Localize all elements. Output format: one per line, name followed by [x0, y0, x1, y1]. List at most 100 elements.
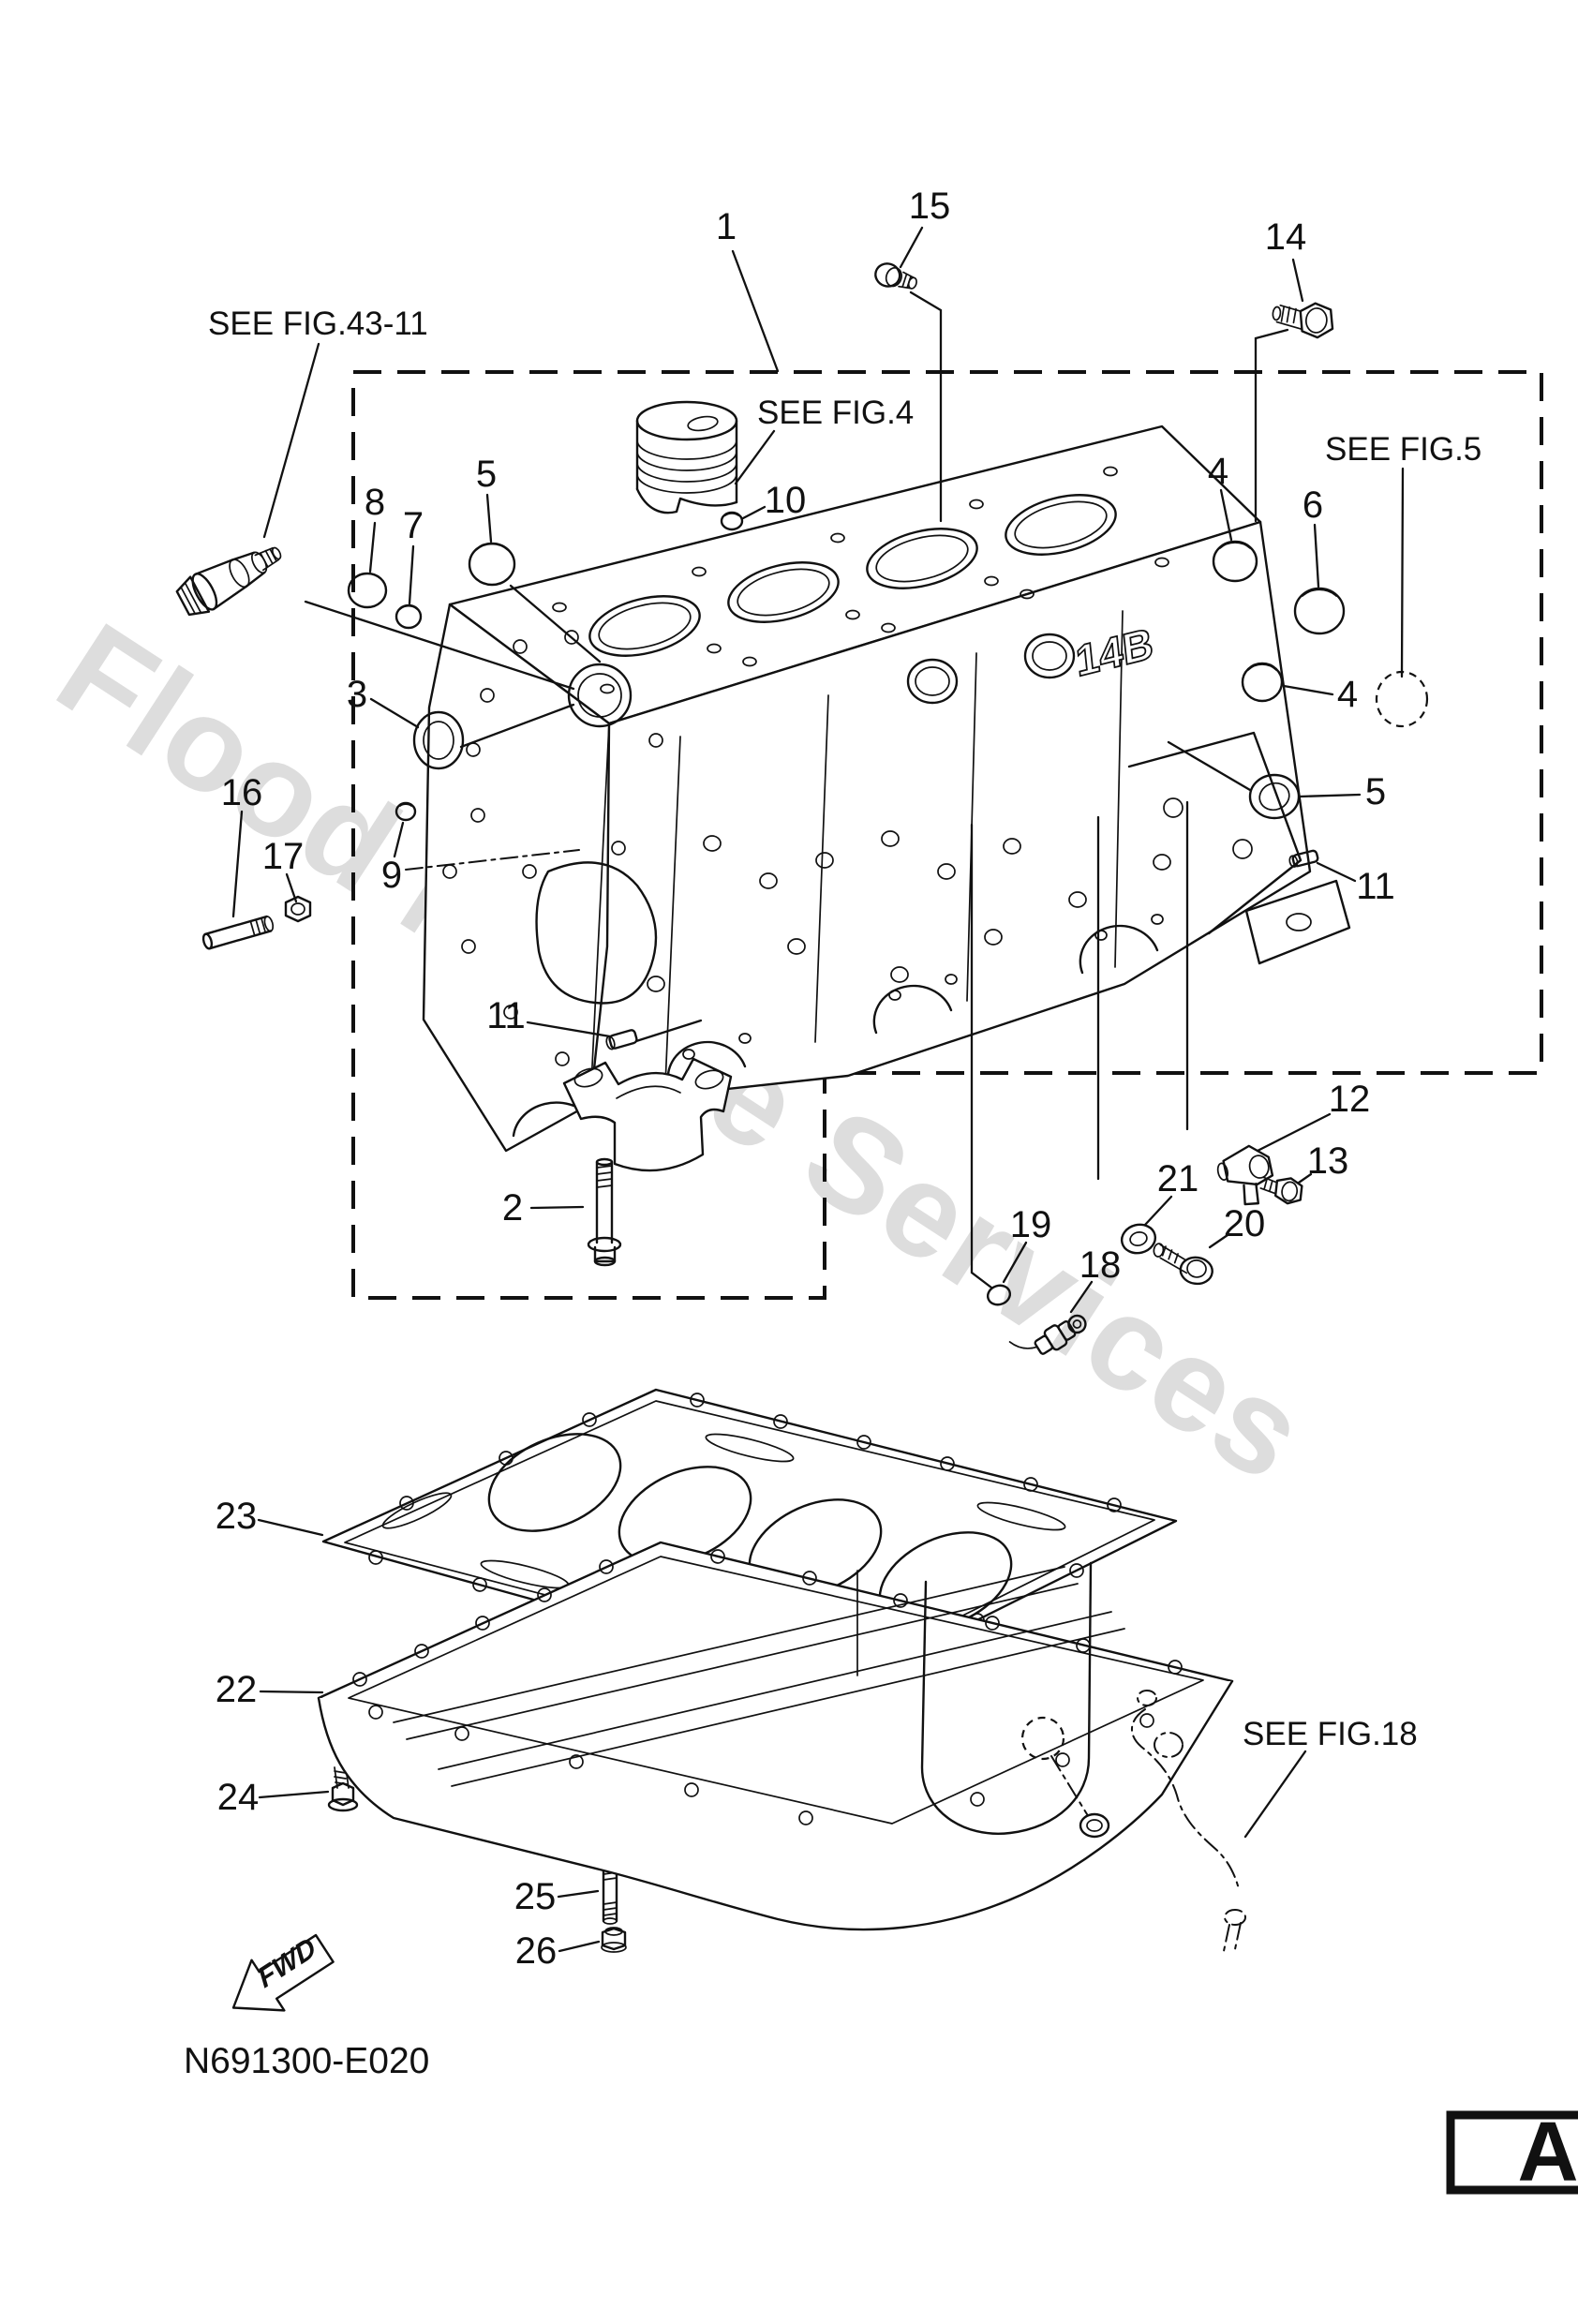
- reference-leader-fig-18: [1243, 1750, 1307, 1839]
- part-oring-19: [986, 1284, 1012, 1306]
- part-plug-fig5-phantom: [1375, 670, 1429, 728]
- callout-21: 21: [1157, 1158, 1199, 1199]
- callout-23: 23: [216, 1496, 258, 1537]
- part-plug-7: [394, 603, 423, 630]
- callout-19: 19: [1010, 1204, 1052, 1245]
- callout-5: 5: [476, 454, 497, 495]
- cylinder-bores: [588, 494, 1117, 657]
- reference-leader-fig-5: [1400, 467, 1405, 678]
- callout-leader-11: [526, 1020, 612, 1038]
- oil-pan-drawing: [317, 1541, 1246, 1952]
- callout-leader-26: [558, 1940, 601, 1953]
- piston-drawing: [635, 400, 738, 514]
- part-seal-3: [412, 710, 465, 770]
- part-plug-13: [1259, 1176, 1303, 1205]
- reference-leader-fig-4: [734, 429, 776, 485]
- part-sender-fig43-11: [175, 546, 282, 617]
- callout-16: 16: [221, 772, 263, 813]
- callout-4: 4: [1208, 451, 1228, 492]
- callout-11: 11: [486, 995, 526, 1036]
- cylinder-block-drawing: 14B: [422, 425, 1351, 1153]
- callout-leader-3: [369, 697, 420, 729]
- part-plug-4-lower: [1241, 662, 1284, 703]
- callout-3: 3: [347, 674, 367, 715]
- callout-13: 13: [1307, 1140, 1349, 1182]
- callout-1: 1: [716, 206, 737, 247]
- callout-leader-7: [408, 544, 415, 605]
- callout-leader-10: [741, 505, 767, 520]
- callout-leader-12: [1256, 1112, 1332, 1153]
- callout-leader-13: [1297, 1172, 1313, 1184]
- part-bolt-15: [874, 262, 917, 290]
- part-plug-5-left: [468, 542, 516, 587]
- drawing-number: N691300-E020: [184, 2041, 429, 2081]
- part-drain-plug: [1079, 1812, 1110, 1839]
- part-stud-16: [201, 915, 275, 950]
- callout-leader-19: [1002, 1241, 1028, 1284]
- reference-fig-5: SEE FIG.5: [1325, 431, 1481, 468]
- callout-leader-11: [1316, 861, 1357, 883]
- reference-fig-18: SEE FIG.18: [1243, 1716, 1418, 1752]
- small-parts: [175, 262, 1429, 1953]
- deck-bolt-holes: [552, 466, 1169, 694]
- callout-11: 11: [1356, 866, 1395, 907]
- install-lines: [304, 290, 1289, 1289]
- callout-leader-21: [1143, 1195, 1173, 1227]
- part-sender-18: [1008, 1314, 1087, 1355]
- callout-leader-16: [231, 810, 244, 918]
- frame-letter: A: [1518, 2106, 1578, 2199]
- callout-leader-1: [731, 249, 780, 373]
- part-pin-10: [720, 511, 744, 531]
- callout-9: 9: [381, 855, 402, 896]
- callout-18: 18: [1079, 1244, 1122, 1286]
- callout-leader-17: [285, 872, 298, 903]
- part-plug-9: [394, 801, 417, 822]
- callout-25: 25: [514, 1876, 557, 1917]
- callout-14: 14: [1265, 216, 1307, 258]
- callout-leader-9: [393, 821, 405, 858]
- callout-leader-24: [258, 1790, 330, 1799]
- callout-leader-6: [1313, 523, 1320, 588]
- reference-fig-4: SEE FIG.4: [757, 395, 914, 431]
- frame-letter-box: A: [1446, 2106, 1578, 2199]
- callout-10: 10: [765, 480, 807, 521]
- callout-17: 17: [262, 836, 305, 877]
- fwd-arrow: FWD: [231, 1932, 335, 2012]
- part-fitting-12: [1216, 1144, 1274, 1206]
- part-nut-17: [284, 895, 312, 923]
- bearing-cap-drawing: [562, 1057, 733, 1172]
- reference-leader-fig-43-11: [262, 342, 320, 539]
- callout-leader-25: [557, 1889, 600, 1899]
- reference-fig-43-11: SEE FIG.43-11: [208, 305, 428, 342]
- callout-20: 20: [1224, 1203, 1266, 1244]
- callout-leader-23: [257, 1518, 324, 1537]
- callout-leader-15: [899, 226, 924, 269]
- pan-bolt-holes: [352, 1549, 1183, 1825]
- callout-7: 7: [403, 505, 424, 546]
- callout-2: 2: [502, 1187, 523, 1229]
- callout-22: 22: [216, 1669, 258, 1710]
- callout-5: 5: [1365, 771, 1386, 812]
- part-plug-8: [347, 572, 388, 609]
- callout-leader-4: [1219, 488, 1233, 542]
- callout-24: 24: [217, 1777, 260, 1818]
- drain-hose-phantom: [1131, 1690, 1246, 1952]
- part-bolt-2: [587, 1157, 622, 1267]
- callout-15: 15: [909, 186, 951, 227]
- part-bolt-14: [1272, 302, 1334, 339]
- callout-leader-22: [259, 1690, 324, 1694]
- callout-6: 6: [1303, 484, 1323, 526]
- callout-leader-4: [1282, 684, 1334, 696]
- part-bolt-24: [327, 1766, 359, 1812]
- callout-leader-20: [1208, 1233, 1229, 1249]
- callout-leader-8: [368, 521, 377, 574]
- callout-12: 12: [1329, 1079, 1371, 1120]
- part-plug-6: [1293, 587, 1346, 635]
- callout-leader-2: [529, 1205, 585, 1210]
- part-plug-4-upper: [1212, 540, 1258, 583]
- callout-26: 26: [515, 1930, 558, 1972]
- callout-4: 4: [1337, 674, 1358, 715]
